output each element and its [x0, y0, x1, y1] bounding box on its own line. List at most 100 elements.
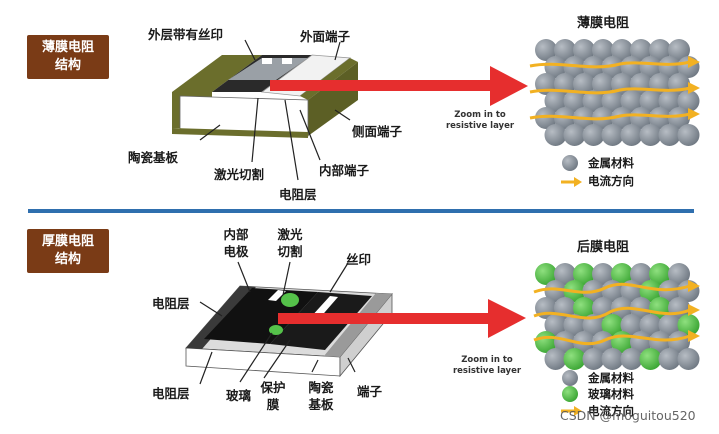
thin-zoom-caption: Zoom in to resistive layer: [440, 110, 520, 132]
metal-sphere: [582, 124, 605, 146]
thin-zoom-line1: Zoom in to: [454, 110, 506, 120]
metal-sphere: [649, 107, 671, 129]
thin-film-badge: 薄膜电阻 结构: [27, 35, 109, 79]
metal-sphere: [649, 331, 671, 353]
thin-legend-current-label: 电流方向: [588, 174, 634, 188]
thin-laser-cut-mark-2: [282, 58, 292, 64]
watermark: CSDN @moguitou520: [560, 408, 696, 423]
metal-sphere: [677, 90, 700, 112]
metal-sphere: [601, 348, 624, 370]
metal-sphere: [592, 73, 614, 95]
metal-sphere: [563, 314, 586, 336]
glass-sphere: [601, 314, 624, 336]
thick-right-terminal: [324, 293, 392, 357]
label-protect: 保护 膜: [256, 379, 290, 413]
metal-sphere: [582, 90, 605, 112]
label-res-layer: 电阻层: [279, 187, 317, 202]
thick-laser-cut-left: [268, 290, 286, 301]
thin-zoom-line2: resistive layer: [445, 121, 515, 131]
label-laser-cut: 激光切割: [214, 167, 265, 182]
metal-sphere: [592, 263, 614, 285]
metal-sphere: [639, 90, 662, 112]
metal-sphere: [554, 39, 576, 61]
metal-sphere: [668, 263, 690, 285]
thick-zoom-line1: Zoom in to: [461, 355, 513, 365]
ptr-ceramic-thick: [311, 359, 319, 373]
glass-sphere: [639, 280, 662, 302]
metal-sphere: [544, 56, 567, 78]
ptr-res-layer: [284, 99, 299, 181]
label-side-terminal: 侧面端子: [352, 124, 403, 139]
thin-zoom-arrow: [270, 66, 528, 106]
glass-sphere: [639, 348, 662, 370]
glass-sphere: [649, 263, 671, 285]
metal-sphere: [639, 124, 662, 146]
ptr-side-terminal: [334, 109, 351, 121]
glass-sphere: [573, 263, 595, 285]
thin-legend-arrow: [561, 177, 582, 187]
ptr-silk: [329, 262, 349, 293]
thin-zoom-title: 薄膜电阻: [577, 16, 630, 31]
metal-sphere: [639, 56, 662, 78]
ptr-inner-electrode: [237, 261, 251, 293]
metal-sphere: [630, 297, 652, 319]
ptr-ceramic: [199, 124, 221, 141]
thick-current-lines: [533, 280, 700, 346]
thin-front-bottom: [172, 128, 308, 138]
metal-sphere: [630, 263, 652, 285]
thick-glass-blob: [281, 293, 299, 307]
metal-sphere: [677, 124, 700, 146]
label-terminal: 端子: [357, 384, 383, 399]
metal-sphere: [639, 314, 662, 336]
thick-legend-metal-label: 金属材料: [588, 371, 634, 385]
label-laser-cut-thick: 激光 切割: [272, 226, 308, 260]
label-protect-2: 膜: [266, 397, 280, 412]
ptr-terminal: [347, 357, 356, 373]
metal-sphere: [601, 90, 624, 112]
thick-film-badge: 厚膜电阻 结构: [27, 229, 109, 273]
thick-legend-current-label: 电流方向: [588, 404, 634, 418]
label-inner-electrode: 内部 电极: [218, 226, 254, 260]
metal-sphere: [544, 124, 567, 146]
thin-current-lines: [529, 56, 700, 121]
glass-sphere: [563, 348, 586, 370]
metal-sphere: [544, 348, 567, 370]
metal-sphere: [535, 39, 557, 61]
metal-sphere: [611, 107, 633, 129]
ptr-outer-print: [244, 39, 256, 61]
label-inner-electrode-1: 内部: [223, 227, 249, 242]
thick-badge-line2: 结构: [54, 252, 81, 267]
metal-sphere: [592, 39, 614, 61]
metal-sphere: [573, 73, 595, 95]
metal-sphere: [582, 348, 605, 370]
label-silk: 丝印: [346, 252, 372, 267]
section-divider: [28, 209, 694, 213]
label-inner-electrode-2: 电极: [223, 244, 249, 259]
thick-badge-line1: 厚膜电阻: [41, 234, 94, 249]
ptr-protect: [263, 339, 291, 379]
metal-sphere: [620, 348, 643, 370]
thick-left-terminal: [186, 286, 256, 349]
metal-sphere: [620, 90, 643, 112]
metal-sphere: [535, 107, 557, 129]
thin-laser-cut-mark: [262, 58, 272, 64]
metal-sphere: [630, 107, 652, 129]
thin-badge-line2: 结构: [54, 58, 81, 73]
thin-legend-metal-label: 金属材料: [588, 156, 634, 170]
metal-sphere: [658, 348, 681, 370]
metal-sphere: [658, 314, 681, 336]
metal-sphere: [668, 107, 690, 129]
thick-legend-glass-label: 玻璃材料: [588, 387, 634, 401]
ptr-res-bottom: [199, 351, 213, 385]
thick-legend-metal-dot: [562, 370, 578, 386]
metal-sphere: [611, 39, 633, 61]
label-laser-2: 切割: [277, 244, 303, 259]
metal-sphere: [554, 263, 576, 285]
metal-sphere: [544, 314, 567, 336]
metal-sphere: [601, 124, 624, 146]
label-ceramic-1: 陶瓷: [308, 380, 334, 395]
metal-sphere: [658, 90, 681, 112]
label-ceramic: 陶瓷基板: [128, 150, 179, 165]
thick-legend-arrow: [561, 406, 582, 416]
label-res-layer-bottom: 电阻层: [152, 386, 190, 401]
